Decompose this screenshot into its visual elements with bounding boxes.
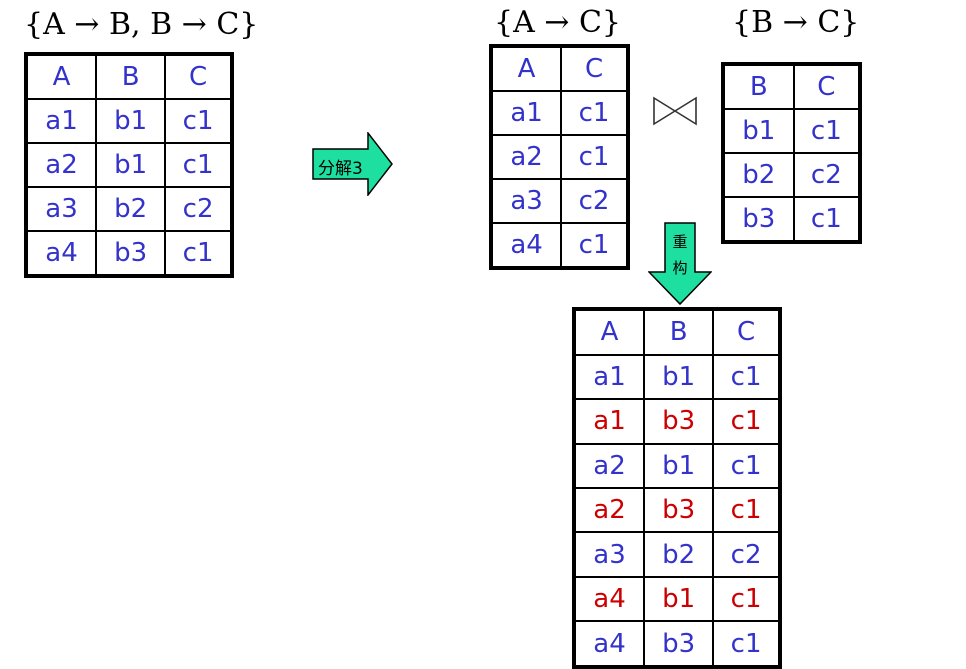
join-cell: c1 [712, 353, 781, 401]
ac-cell: a3 [489, 177, 563, 224]
reconstruct-label-1: 重 [672, 233, 688, 251]
original-header-cell: A [24, 52, 98, 101]
join-cell: a4 [572, 620, 646, 668]
natural-join-icon [653, 96, 697, 126]
ac-header-cell: C [560, 44, 629, 93]
join-cell: b1 [643, 575, 715, 623]
ac-cell: c1 [560, 134, 629, 180]
decompose-arrow-label: 分解3 [318, 159, 363, 179]
original-cell: c1 [164, 142, 233, 188]
original-cell: b1 [95, 142, 167, 188]
ac-cell: c2 [560, 177, 629, 224]
join-cell: c1 [712, 442, 781, 489]
reconstruct-label-2: 构 [672, 259, 688, 277]
ac-cell: c1 [560, 90, 629, 137]
join-cell: b1 [643, 353, 715, 401]
bc-cell: b1 [722, 108, 795, 154]
bc-header-cell: B [722, 62, 795, 111]
original-cell: a1 [24, 98, 98, 145]
original-cell: c2 [164, 185, 233, 232]
original-cell: c1 [164, 98, 233, 145]
original-header-cell: C [164, 52, 233, 101]
join-header-cell: C [712, 308, 781, 356]
ac-cell: a1 [489, 90, 563, 137]
reconstruct-arrow-icon [648, 222, 712, 306]
decompose-arrow-icon [312, 132, 393, 196]
join-cell: c1 [712, 575, 781, 623]
ac-cell: a4 [489, 221, 563, 270]
join-cell: b2 [643, 531, 715, 578]
join-cell: a1 [572, 398, 646, 445]
ac-header-cell: A [489, 44, 563, 93]
join-cell: a1 [572, 353, 646, 401]
join-cell: b1 [643, 442, 715, 489]
join-cell: c1 [712, 486, 781, 534]
join-cell: a2 [572, 442, 646, 489]
original-header-cell: B [95, 52, 167, 101]
join-cell: c1 [712, 620, 781, 668]
bc-cell: b3 [722, 195, 795, 244]
bc-cell: c1 [792, 108, 862, 154]
fd-ac-label: {A → C} [494, 5, 622, 40]
join-cell: a2 [572, 486, 646, 534]
bc-cell: c2 [792, 151, 862, 198]
join-cell: b3 [643, 486, 715, 534]
bc-cell: c1 [792, 195, 862, 244]
original-cell: a2 [24, 142, 98, 188]
join-cell: b3 [643, 620, 715, 668]
original-cell: c1 [164, 229, 233, 278]
original-cell: a3 [24, 185, 98, 232]
bc-header-cell: C [792, 62, 862, 111]
original-cell: b1 [95, 98, 167, 145]
join-header-cell: B [643, 308, 715, 356]
original-cell: a4 [24, 229, 98, 278]
fd-bc-label: {B → C} [732, 5, 860, 40]
original-cell: b2 [95, 185, 167, 232]
ac-cell: c1 [560, 221, 629, 270]
bc-cell: b2 [722, 151, 795, 198]
join-cell: c2 [712, 531, 781, 578]
join-cell: a4 [572, 575, 646, 623]
join-cell: c1 [712, 398, 781, 445]
original-cell: b3 [95, 229, 167, 278]
ac-cell: a2 [489, 134, 563, 180]
join-cell: b3 [643, 398, 715, 445]
join-header-cell: A [572, 308, 646, 356]
fd-original-label: {A → B, B → C} [24, 7, 259, 42]
join-cell: a3 [572, 531, 646, 578]
